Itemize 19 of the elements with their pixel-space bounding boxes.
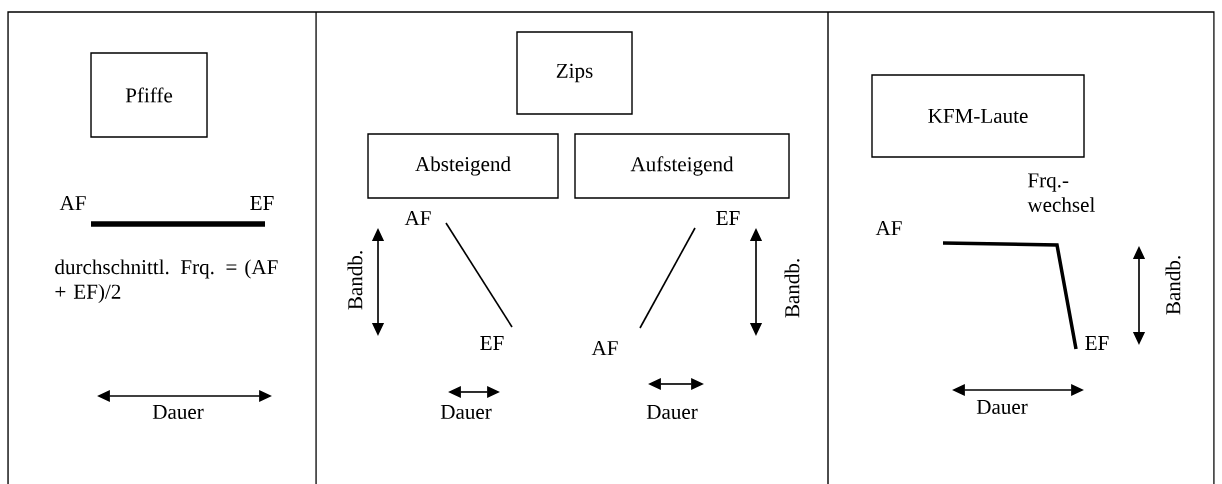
text-label: AF xyxy=(591,341,618,355)
text-label: Bandb. xyxy=(784,259,800,318)
text-label: Bandb. xyxy=(1165,256,1181,315)
text-label: EF xyxy=(480,336,504,350)
text-label: Dauer xyxy=(976,399,1028,414)
text-label: durchschnittl. Frq. = (AF + EF)/2 xyxy=(55,259,278,304)
text-label: EF xyxy=(1085,336,1109,350)
text-label: Dauer xyxy=(440,404,492,419)
title-box: Aufsteigend xyxy=(574,133,790,199)
text-label: AF xyxy=(875,221,902,235)
title-box: Pfiffe xyxy=(90,52,208,138)
text-label: Dauer xyxy=(646,404,698,419)
text-label: AF xyxy=(59,196,86,210)
title-box: KFM-Laute xyxy=(871,74,1085,158)
text-label: Bandb. xyxy=(347,251,363,310)
title-box: Absteigend xyxy=(367,133,559,199)
text-label: Dauer xyxy=(152,404,204,419)
title-box: Zips xyxy=(516,31,633,115)
text-label: EF xyxy=(250,196,274,210)
